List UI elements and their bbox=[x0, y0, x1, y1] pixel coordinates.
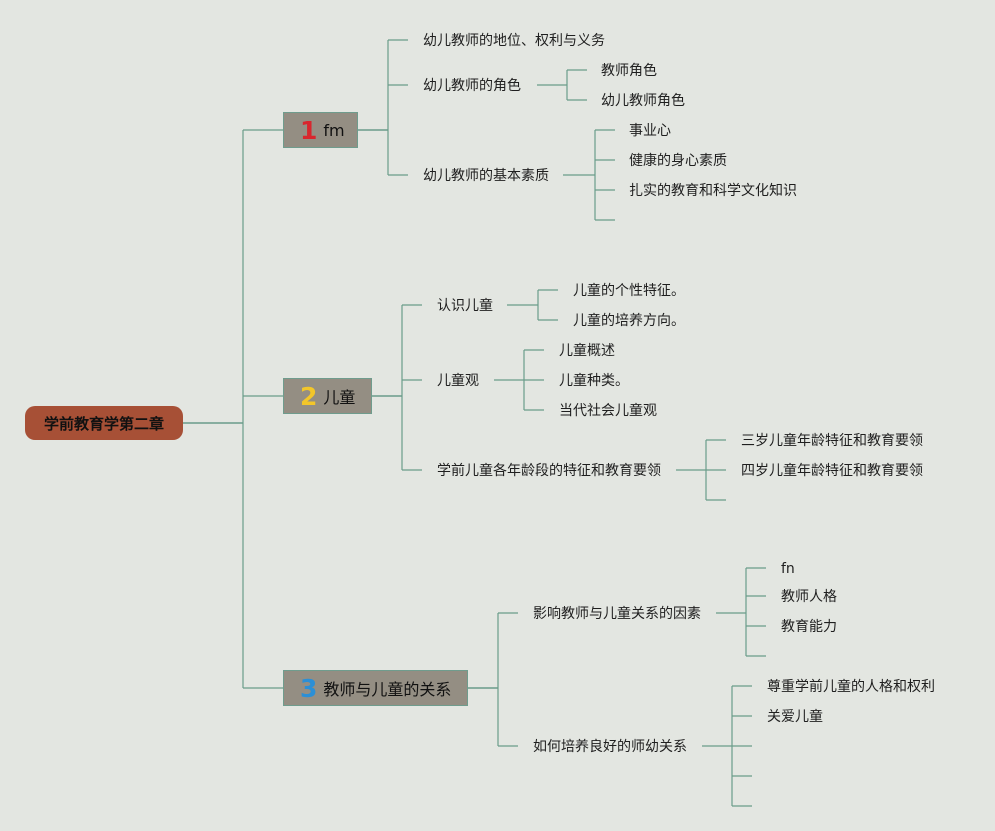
leaf-3-1-1[interactable]: fn bbox=[781, 561, 795, 577]
leaf-3-1-3[interactable]: 教育能力 bbox=[781, 619, 837, 635]
subtopic-1-2[interactable]: 幼儿教师的角色 bbox=[423, 78, 521, 94]
subtopic-2-2[interactable]: 儿童观 bbox=[437, 373, 479, 389]
branch-node-1[interactable]: 1 fm bbox=[283, 112, 358, 148]
leaf-1-3-1[interactable]: 事业心 bbox=[629, 123, 671, 139]
subtopic-1-1[interactable]: 幼儿教师的地位、权利与义务 bbox=[423, 33, 605, 49]
subtopic-2-3[interactable]: 学前儿童各年龄段的特征和教育要领 bbox=[437, 463, 661, 479]
subtopic-1-3[interactable]: 幼儿教师的基本素质 bbox=[423, 168, 549, 184]
leaf-2-2-3[interactable]: 当代社会儿童观 bbox=[559, 403, 657, 419]
leaf-3-2-1[interactable]: 尊重学前儿童的人格和权利 bbox=[767, 679, 935, 695]
leaf-2-1-1[interactable]: 儿童的个性特征。 bbox=[573, 283, 685, 299]
leaf-1-2-2[interactable]: 幼儿教师角色 bbox=[601, 93, 685, 109]
leaf-2-3-1[interactable]: 三岁儿童年龄特征和教育要领 bbox=[741, 433, 923, 449]
leaf-3-2-2[interactable]: 关爱儿童 bbox=[767, 709, 823, 725]
leaf-2-3-2[interactable]: 四岁儿童年龄特征和教育要领 bbox=[741, 463, 923, 479]
root-node[interactable]: 学前教育学第二章 bbox=[25, 406, 183, 440]
leaf-3-1-2[interactable]: 教师人格 bbox=[781, 589, 837, 605]
branch-label-2: 儿童 bbox=[323, 388, 356, 407]
leaf-2-2-2[interactable]: 儿童种类。 bbox=[559, 373, 629, 389]
branch-label-3: 教师与儿童的关系 bbox=[323, 680, 452, 699]
branch-label-1: fm bbox=[323, 120, 345, 140]
branch-number-3: 3 bbox=[300, 673, 318, 703]
leaf-2-1-2[interactable]: 儿童的培养方向。 bbox=[573, 313, 685, 329]
subtopic-3-2[interactable]: 如何培养良好的师幼关系 bbox=[533, 739, 687, 755]
branch-number-2: 2 bbox=[300, 381, 318, 411]
subtopic-3-1[interactable]: 影响教师与儿童关系的因素 bbox=[533, 606, 701, 622]
leaf-2-2-1[interactable]: 儿童概述 bbox=[559, 343, 615, 359]
leaf-1-3-3[interactable]: 扎实的教育和科学文化知识 bbox=[629, 183, 797, 199]
branch-node-3[interactable]: 3 教师与儿童的关系 bbox=[283, 670, 468, 706]
branch-number-1: 1 bbox=[300, 115, 318, 145]
leaf-1-3-2[interactable]: 健康的身心素质 bbox=[629, 153, 727, 169]
leaf-1-2-1[interactable]: 教师角色 bbox=[601, 63, 657, 79]
subtopic-2-1[interactable]: 认识儿童 bbox=[437, 298, 493, 314]
branch-node-2[interactable]: 2 儿童 bbox=[283, 378, 372, 414]
root-node-label: 学前教育学第二章 bbox=[43, 414, 164, 433]
